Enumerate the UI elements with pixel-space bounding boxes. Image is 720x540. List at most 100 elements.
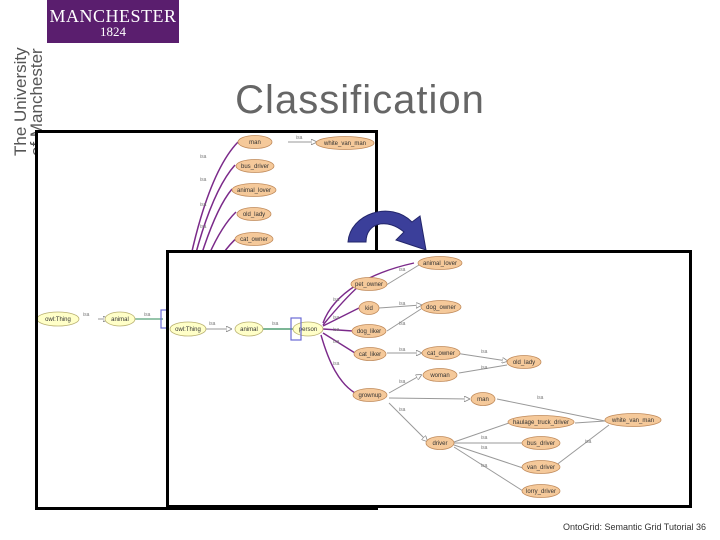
node-cat-liker[interactable]: cat_liker [353,347,387,361]
node-cat-owner[interactable]: cat_owner [421,346,461,360]
node-animal[interactable]: animal [104,311,136,327]
front-isa-label: isa [585,439,592,445]
node-label: bus_driver [241,164,269,170]
node-label: haulage_truck_driver [513,420,569,426]
node-animal-lover[interactable]: animal_lover [417,256,463,270]
back-isa-label: isa [296,135,303,141]
node-old-lady[interactable]: old_lady [506,355,542,369]
node-dog-liker[interactable]: dog_liker [351,324,387,338]
university-logo: MANCHESTER 1824 [47,0,179,43]
front-isa-label: isa [399,321,406,327]
node-label: man [477,397,489,403]
edge-old-lady [454,352,507,361]
back-isa-label: isa [200,154,207,160]
node-animal[interactable]: animal [234,321,264,337]
node-haulage-truck-driver[interactable]: haulage_truck_driver [507,415,575,429]
node-label: man [249,140,261,146]
transition-arrow-icon [347,210,427,251]
node-label: driver [432,441,447,447]
node-thing[interactable]: owl:Thing [38,311,80,327]
selected-node-marker [290,317,302,341]
front-isa-label: isa [481,435,488,441]
edge-woman [388,375,421,394]
node-cat-owner[interactable]: cat_owner [234,232,274,246]
node-label: grownup [358,393,382,399]
edge-man [388,398,469,399]
back-isa-label: isa [200,177,207,183]
node-label: owl:Thing [45,317,71,323]
back-isa-label: isa [200,224,207,230]
edge-woman-oldlady [458,364,508,374]
logo-name: MANCHESTER [49,6,177,26]
edge-haulage-wvm [574,420,606,424]
edge-man-wvm [496,398,606,422]
front-isa-label: isa [481,349,488,355]
edge-cat-liker [322,332,356,354]
node-van-driver[interactable]: van_driver [521,460,561,474]
slide-footer: OntoGrid: Semantic Grid Tutorial 36 [562,522,706,532]
node-label: person [299,327,317,333]
node-label: dog_owner [426,305,456,311]
front-diagram: isa isa isa isa isa isa isa isa isa isa … [169,256,662,498]
node-person[interactable]: person [290,317,324,341]
node-kid[interactable]: kid [358,301,380,315]
front-isa-label: isa [209,321,216,327]
edge-dog-liker [322,328,354,332]
front-isa-label: isa [333,297,340,303]
node-label: cat_owner [240,237,268,243]
slide-title: Classification [235,78,485,122]
front-diagram-panel: isa isa isa isa isa isa isa isa isa isa … [166,250,692,508]
front-isa-label: isa [333,327,340,333]
front-isa-label: isa [537,395,544,401]
node-grownup[interactable]: grownup [352,388,388,402]
node-driver[interactable]: driver [425,436,455,450]
node-label: pet_owner [355,282,383,288]
node-label: cat_owner [427,351,455,357]
node-bus-driver[interactable]: bus_driver [235,159,275,173]
node-man[interactable]: man [470,392,496,406]
node-label: animal [111,317,129,323]
node-label: lorry_driver [526,489,556,495]
edge-driver-lorry [453,446,524,492]
edge-driver-van [453,444,524,469]
front-isa-label: isa [481,463,488,469]
node-man[interactable]: man [237,135,273,149]
node-label: animal [240,327,258,333]
edge-pet-owner [322,285,360,326]
front-isa-label: isa [399,347,406,353]
node-label: bus_driver [527,441,555,447]
edge-van-wvm [554,424,610,467]
front-isa-label: isa [399,379,406,385]
node-label: owl:Thing [175,327,201,333]
node-white-van-man[interactable]: white_van_man [604,413,662,427]
node-dog-owner[interactable]: dog_owner [420,300,462,314]
node-pet-owner[interactable]: pet_owner [350,277,388,291]
front-isa-label: isa [481,445,488,451]
node-thing[interactable]: owl:Thing [169,321,207,337]
logo-year: 1824 [100,24,126,39]
edge-grownup [320,334,356,394]
node-label: old_lady [243,212,265,218]
edge-dog-owner [378,305,421,309]
front-isa-label: isa [333,339,340,345]
edge-kid [322,307,360,327]
front-isa-label: isa [399,267,406,273]
back-isa-label: isa [200,202,207,208]
node-bus-driver[interactable]: bus_driver [521,436,561,450]
node-lorry-driver[interactable]: lorry_driver [521,484,561,498]
node-animal-lover[interactable]: animal_lover [231,183,277,197]
front-isa-label: isa [333,361,340,367]
node-label: dog_liker [357,329,381,335]
node-label: animal_lover [237,188,271,194]
edge-driver [388,402,427,441]
node-label: cat_liker [359,352,381,358]
front-isa-label: isa [399,407,406,413]
node-label: woman [429,373,449,379]
front-isa-label: isa [481,365,488,371]
node-white-van-man[interactable]: white_van_man [315,136,375,150]
node-woman[interactable]: woman [422,368,458,382]
node-old-lady[interactable]: old_lady [236,207,272,221]
back-edge-labels: isa isa isa isa isa isa isa [83,135,303,318]
node-label: animal_lover [423,261,457,267]
edge-driver-haulage [453,422,510,443]
